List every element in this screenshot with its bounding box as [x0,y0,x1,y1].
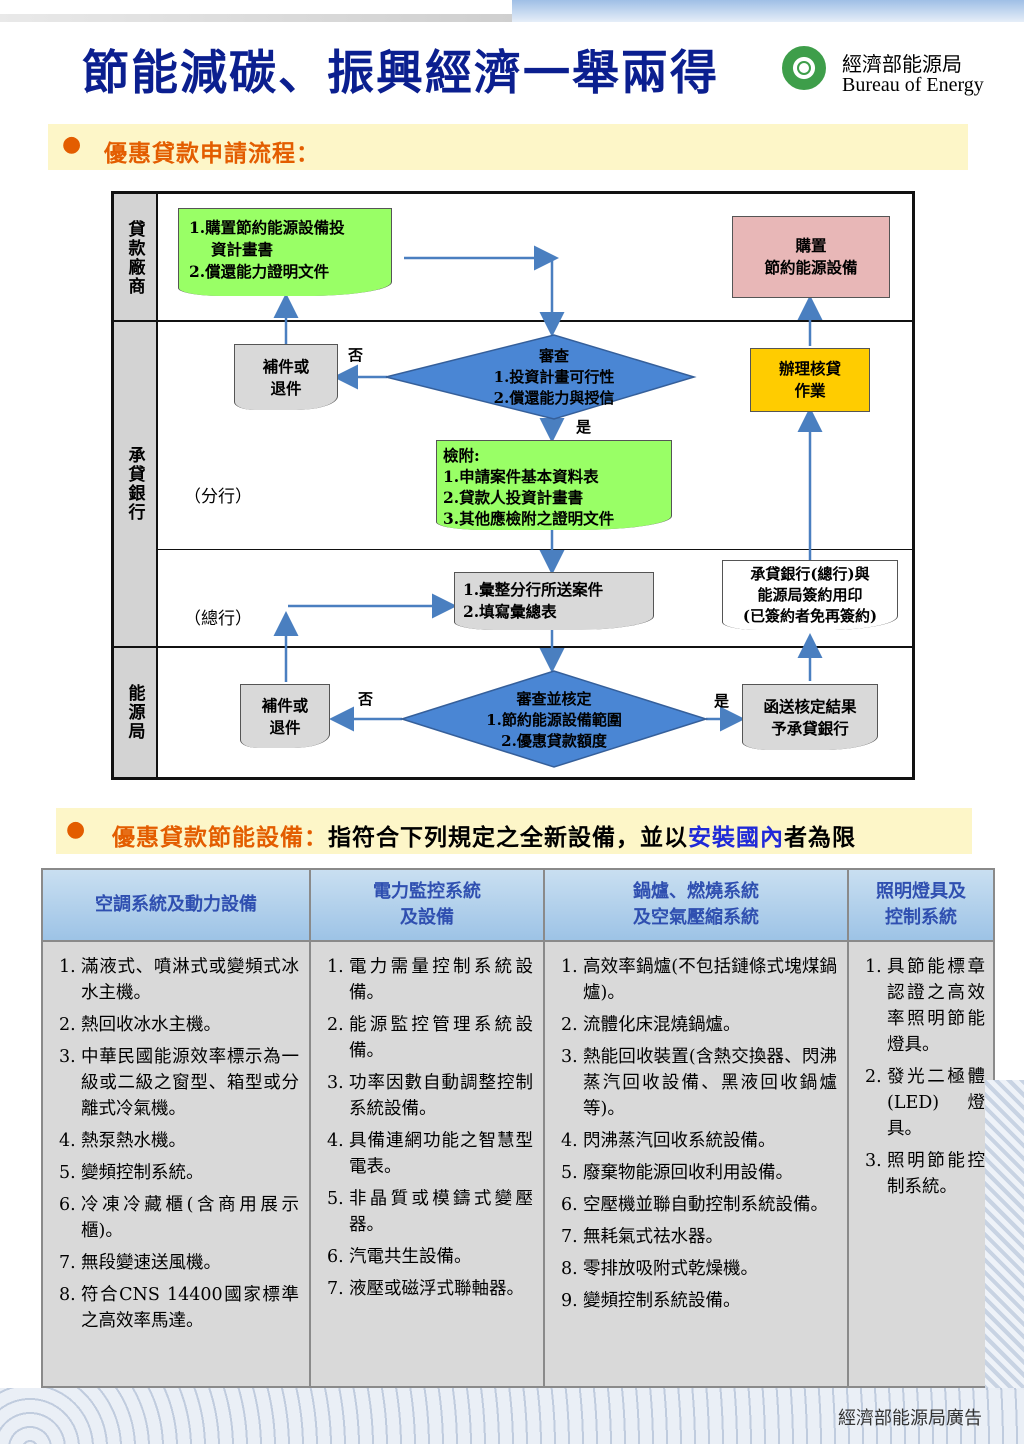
column-lighting: 照明燈具及控制系統 1.具節能標章認證之高效率照明節能燈具。 2.發光二極體(L… [849,870,993,1386]
purchase-equipment-box: 購置 節約能源設備 [732,216,890,298]
lane-divider-branch-hq [158,549,912,550]
supplement-return-box-bureau: 補件或 退件 [240,684,330,748]
apply-documents-box: 1.購置節約能源設備投 資計畫書 2.償還能力證明文件 [178,208,392,296]
list-item: 3.功率因數自動調整控制系統設備。 [327,1073,533,1119]
list-item: 8.零排放吸附式乾燥機。 [561,1259,758,1279]
contract-signing-box: 承貸銀行(總行)與 能源局簽約用印 (已簽約者免再簽約) [722,560,898,630]
column-header-boiler-compressor: 鍋爐、燃燒系統及空氣壓縮系統 [545,870,847,942]
list-item: 1.高效率鍋爐(不包括鏈條式塊煤鍋爐)。 [561,957,837,1003]
column-body-hvac: 1.滿液式、噴淋式或變頻式冰水主機。 2.熱回收冰水主機。 3.中華民國能源效率… [43,942,309,1386]
column-hvac: 空調系統及動力設備 1.滿液式、噴淋式或變頻式冰水主機。 2.熱回收冰水主機。 … [43,870,311,1386]
loan-flowchart: 貸款廠商 承貸銀行 能源局 [111,191,915,780]
column-boiler-compressor: 鍋爐、燃燒系統及空氣壓縮系統 1.高效率鍋爐(不包括鏈條式塊煤鍋爐)。 2.流體… [545,870,849,1386]
list-item: 2.能源監控管理系統設備。 [327,1015,533,1061]
no-label-final-review: 否 [358,690,374,708]
lane-bureau: 能源局 [114,647,158,777]
top-decor-bar-right [512,0,1024,22]
list-item: 3.中華民國能源效率標示為一級或二級之窗型、箱型或分離式冷氣機。 [59,1047,299,1119]
list-item: 4.具備連網功能之智慧型電表。 [327,1131,533,1177]
list-item: 6.汽電共生設備。 [327,1247,472,1267]
list-item: 3.照明節能控制系統。 [865,1151,985,1197]
lane-divider [114,320,912,322]
list-item: 1.具節能標章認證之高效率照明節能燈具。 [865,957,985,1055]
compile-cases-box: 1.彙整分行所送案件 2.填寫彙總表 [454,572,654,630]
review-text: 審查 1.投資計畫可行性 2.償還能力與授信 [493,346,615,407]
list-item: 6.空壓機並聯自動控制系統設備。 [561,1195,828,1215]
final-review-diamond [399,670,709,768]
column-power-monitoring: 電力監控系統及設備 1.電力需量控制系統設備。 2.能源監控管理系統設備。 3.… [311,870,545,1386]
equipment-table: 空調系統及動力設備 1.滿液式、噴淋式或變頻式冰水主機。 2.熱回收冰水主機。 … [41,868,995,1388]
section2-bullet-icon: ● [66,817,86,842]
list-item: 8.符合CNS 14400國家標準之高效率馬達。 [59,1285,299,1331]
list-item: 3.熱能回收裝置(含熱交換器、閃沸蒸汽回收設備、黑液回收鍋爐等)。 [561,1047,837,1119]
branch-label: （分行） [184,487,252,507]
section2-header-band [56,808,972,854]
lane-bank: 承貸銀行 [114,321,158,647]
footer-ad-note: 經濟部能源局廣告 [838,1408,982,1429]
list-item: 5.廢棄物能源回收利用設備。 [561,1163,793,1183]
lane-divider [114,646,912,648]
list-item: 7.無段變速送風機。 [59,1253,221,1273]
section1-header-band [48,124,968,170]
list-item: 2.流體化床混燒鍋爐。 [561,1015,741,1035]
no-label-review: 否 [348,346,364,364]
list-item: 2.發光二極體(LED)燈具。 [865,1067,985,1139]
bureau-name-english: Bureau of Energy [842,74,984,96]
supplement-return-box-branch: 補件或 退件 [234,344,338,410]
yes-label-review: 是 [576,418,592,436]
yes-label-final-review: 是 [714,692,730,710]
final-review-text: 審查並核定 1.節約能源設備範圍 2.優惠貸款額度 [486,689,622,750]
list-item: 5.變頻控制系統。 [59,1163,204,1183]
flow-arrows [273,245,823,768]
section2-title: 優惠貸款節能設備：指符合下列規定之全新設備，並以安裝國內者為限 [112,824,856,851]
list-item: 4.閃沸蒸汽回收系統設備。 [561,1131,776,1151]
list-item: 7.液壓或磁浮式聯軸器。 [327,1279,524,1299]
list-item: 4.熱泵熱水機。 [59,1131,186,1151]
column-header-hvac: 空調系統及動力設備 [43,870,309,942]
column-body-power-monitoring: 1.電力需量控制系統設備。 2.能源監控管理系統設備。 3.功率因數自動調整控制… [311,942,543,1386]
list-item: 1.電力需量控制系統設備。 [327,957,533,1003]
list-item: 6.冷凍冷藏櫃(含商用展示櫃)。 [59,1195,299,1241]
bureau-logo-icon [782,46,826,90]
list-item: 2.熱回收冰水主機。 [59,1015,221,1035]
section1-title: 優惠貸款申請流程： [104,140,320,167]
headquarters-label: （總行） [184,609,252,629]
list-item: 9.變頻控制系統設備。 [561,1291,741,1311]
column-body-boiler-compressor: 1.高效率鍋爐(不包括鏈條式塊煤鍋爐)。 2.流體化床混燒鍋爐。 3.熱能回收裝… [545,942,847,1386]
notify-result-box: 函送核定結果 予承貸銀行 [742,684,878,750]
page-title: 節能減碳、振興經濟一舉兩得 [82,46,719,101]
column-header-power-monitoring: 電力監控系統及設備 [311,870,543,942]
review-diamond [385,334,697,420]
lane-borrower: 貸款廠商 [114,194,158,321]
loan-processing-box: 辦理核貸 作業 [750,348,870,412]
attachments-box: 檢附: 1.申請案件基本資料表 2.貸款人投資計畫書 3.其他應檢附之證明文件 [436,440,672,530]
list-item: 5.非晶質或模鑄式變壓器。 [327,1189,533,1235]
list-item: 7.無耗氣式祛水器。 [561,1227,723,1247]
section1-bullet-icon: ● [62,132,82,157]
list-item: 1.滿液式、噴淋式或變頻式冰水主機。 [59,957,299,1003]
column-header-lighting: 照明燈具及控制系統 [849,870,993,942]
decor-wave-bottom [0,1388,1024,1444]
column-body-lighting: 1.具節能標章認證之高效率照明節能燈具。 2.發光二極體(LED)燈具。 3.照… [849,942,993,1386]
decor-wave-side [985,1080,1024,1390]
top-decor-bar-left [0,14,512,22]
bureau-name-chinese: 經濟部能源局 [842,52,962,76]
